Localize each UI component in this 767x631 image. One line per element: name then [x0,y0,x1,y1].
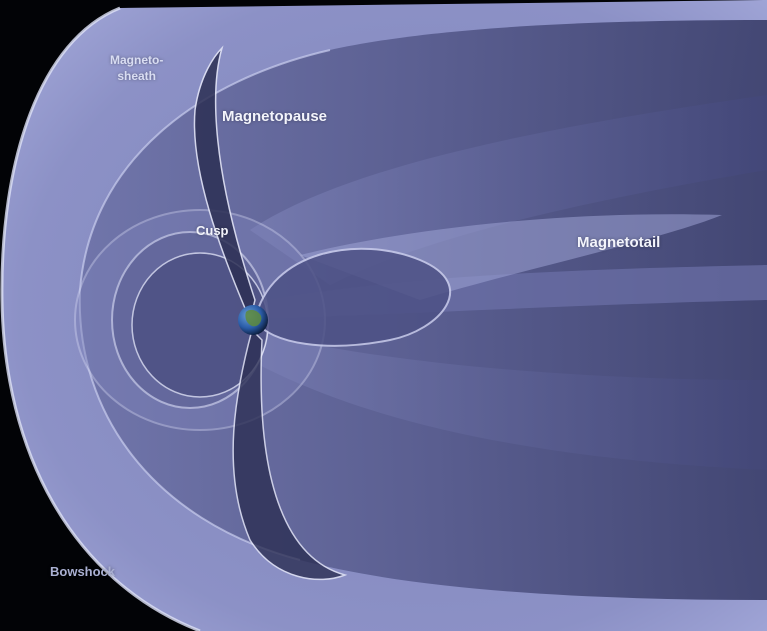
cusp-label: Cusp [196,223,229,238]
magnetotail-label: Magnetotail [577,234,660,251]
magnetopause-label: Magnetopause [222,108,327,125]
magnetosheath-label: Magneto- sheath [110,52,163,84]
bowshock-label: Bowshock [50,564,115,579]
